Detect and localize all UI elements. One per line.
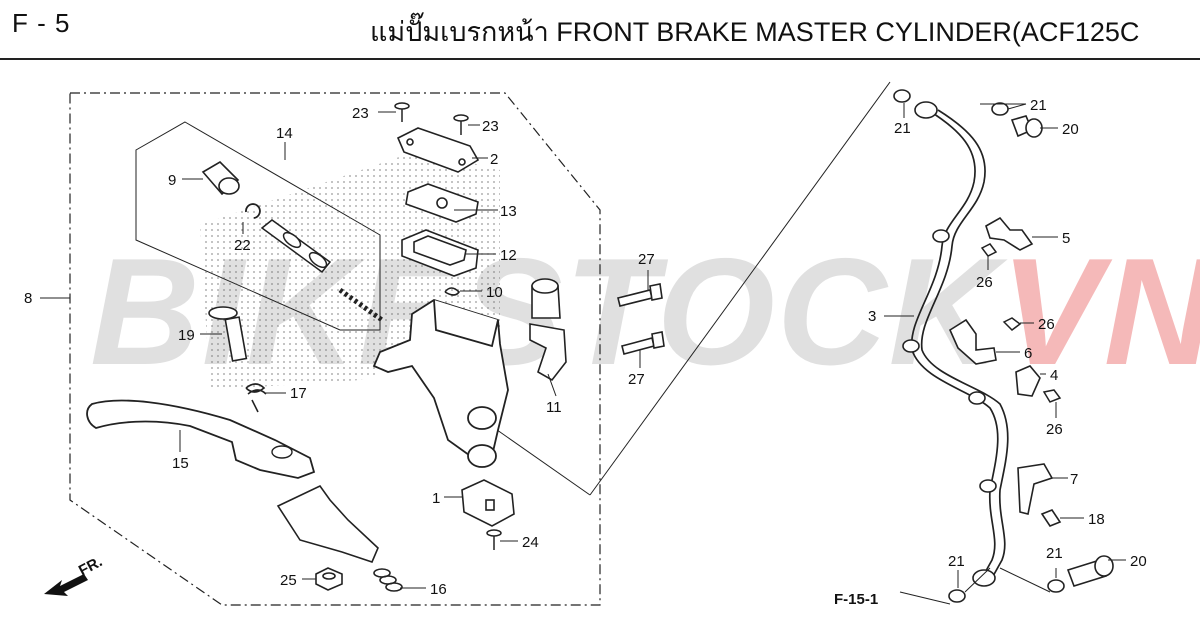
- pivot-bolt-part-19: [208, 306, 248, 362]
- callout-13: 13: [500, 203, 517, 220]
- callout-26: 26: [976, 274, 993, 291]
- callout-26: 26: [1046, 421, 1063, 438]
- washer-part-21: [893, 89, 1065, 603]
- boot-part-9: [201, 160, 240, 196]
- page-code: F - 5: [12, 8, 71, 38]
- callout-12: 12: [500, 247, 517, 264]
- callout-9: 9: [168, 172, 176, 189]
- header-rule: [0, 58, 1200, 60]
- callout-21: 21: [1030, 97, 1047, 114]
- callout-25: 25: [280, 572, 297, 589]
- circlip-part-22: [245, 203, 261, 219]
- callout-21: 21: [1046, 545, 1063, 562]
- master-cylinder-body: [372, 299, 509, 468]
- clamp-part-5: [985, 216, 1034, 251]
- bolt-part-26: [980, 243, 1062, 403]
- callout-10: 10: [486, 284, 503, 301]
- bracket-part-7: [1017, 463, 1054, 515]
- screw-part-23: [394, 102, 469, 135]
- leader-lines: [40, 103, 1126, 605]
- callout-5: 5: [1062, 230, 1070, 247]
- callout-8: 8: [24, 290, 32, 307]
- bolt-part-27: [617, 283, 665, 355]
- callout-2: 2: [490, 151, 498, 168]
- holder-part-11: [529, 278, 567, 382]
- hose-fittings: [902, 101, 997, 587]
- lever-pivot: [271, 445, 293, 459]
- bolt-part-18: [1040, 509, 1062, 527]
- callout-7: 7: [1070, 471, 1078, 488]
- callout-3: 3: [868, 308, 876, 325]
- bolt-part-20: [1010, 115, 1114, 587]
- callout-27: 27: [638, 251, 655, 268]
- reference-link-label[interactable]: F-15-1: [834, 591, 878, 608]
- stop-switch-part-1: [461, 479, 515, 527]
- callout-14: 14: [276, 125, 293, 142]
- callout-20: 20: [1062, 121, 1079, 138]
- spring-part-17: [245, 383, 267, 413]
- callout-27: 27: [628, 371, 645, 388]
- callout-21: 21: [948, 553, 965, 570]
- spring-part-16: [373, 568, 403, 592]
- callout-6: 6: [1024, 345, 1032, 362]
- clip-part-10: [444, 287, 461, 296]
- callout-1: 1: [432, 490, 440, 507]
- callout-11: 11: [546, 399, 562, 416]
- piston-set: [260, 219, 384, 323]
- plate-part-13: [405, 183, 479, 223]
- callout-23: 23: [352, 105, 369, 122]
- callout-20: 20: [1130, 553, 1147, 570]
- front-direction-label: FR.: [76, 553, 105, 579]
- callout-labels: 23 23 2 13 12 10 9 14 22 8 19 17 15 1 24…: [24, 97, 1147, 608]
- callout-4: 4: [1050, 367, 1058, 384]
- screw-part-24: [486, 529, 502, 550]
- front-direction-arrow: [44, 574, 88, 596]
- nut-part-25: [315, 567, 343, 591]
- clamp-part-6: [948, 318, 997, 365]
- callout-23: 23: [482, 118, 499, 135]
- callout-22: 22: [234, 237, 251, 254]
- clamp-part-4: [1015, 365, 1041, 397]
- callout-19: 19: [178, 327, 195, 344]
- callout-17: 17: [290, 385, 307, 402]
- lever-bracket: [276, 484, 379, 563]
- callout-15: 15: [172, 455, 189, 472]
- callout-21: 21: [894, 120, 911, 137]
- callout-18: 18: [1088, 511, 1105, 528]
- callout-24: 24: [522, 534, 539, 551]
- brake-lever-part-15: [86, 399, 316, 479]
- callout-26: 26: [1038, 316, 1055, 333]
- assembly-outline: [69, 92, 601, 606]
- leader-to-hose: [489, 424, 591, 496]
- diaphragm-part-12: [401, 229, 479, 277]
- callout-16: 16: [430, 581, 447, 598]
- page-title: แม่ปั๊มเบรกหน้า FRONT BRAKE MASTER CYLIN…: [370, 17, 1140, 47]
- reservoir-cap-part-2: [396, 127, 480, 173]
- leader-to-hose: [589, 81, 891, 496]
